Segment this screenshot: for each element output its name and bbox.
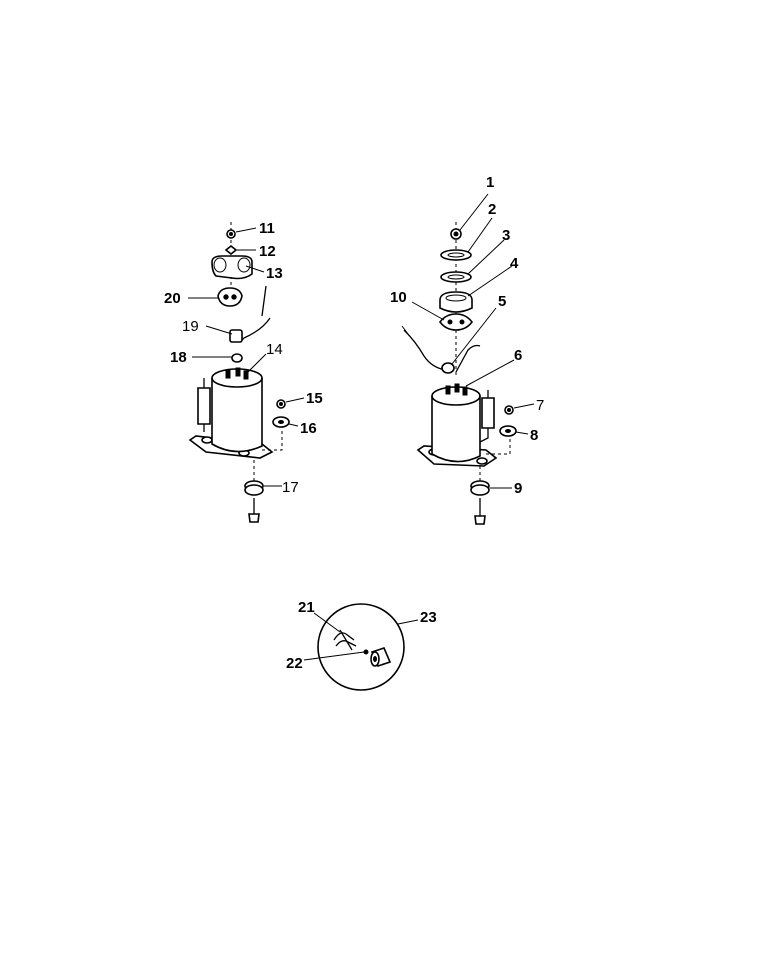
part-18-fitting [231, 353, 243, 363]
callout-20: 20 [164, 290, 181, 307]
part-11-nut [226, 229, 236, 239]
callout-9: 9 [514, 480, 522, 497]
part-6-compressor [416, 383, 498, 467]
part-21-terminal [333, 629, 357, 651]
callout-15: 15 [306, 390, 323, 407]
part-16-grommet [272, 416, 290, 428]
callout-12: 12 [259, 243, 276, 260]
callout-17: 17 [282, 479, 299, 496]
callout-7: 7 [536, 397, 544, 414]
callout-4: 4 [510, 255, 519, 272]
callout-18: 18 [170, 349, 187, 366]
callout-11: 11 [259, 220, 275, 237]
callout-10: 10 [390, 289, 407, 306]
part-4-cover [439, 291, 473, 313]
part-14-compressor [188, 367, 274, 459]
callout-6: 6 [514, 347, 522, 364]
part-7-nut [504, 405, 514, 415]
callout-3: 3 [502, 227, 510, 244]
part-8-grommet [499, 425, 517, 437]
callout-2: 2 [488, 201, 496, 218]
part-3-washer [440, 271, 472, 283]
callout-5: 5 [498, 293, 506, 310]
part-15-nut [276, 399, 286, 409]
part-9-grommet [470, 480, 490, 496]
part-20-gasket [217, 287, 243, 307]
callout-8: 8 [530, 427, 538, 444]
part-19-overload [229, 329, 243, 343]
left-compressor-assembly: 11 12 13 20 19 18 14 15 16 17 [164, 220, 323, 523]
part-22-pin [363, 649, 369, 655]
right-bolt [474, 498, 486, 525]
callout-19: 19 [182, 318, 199, 335]
callout-13: 13 [266, 265, 283, 282]
part-23-capacitor [370, 647, 392, 667]
callout-22: 22 [286, 655, 303, 672]
part-2-washer [440, 249, 472, 261]
left-bolt [248, 498, 260, 523]
part-13-terminal-cover [211, 255, 253, 280]
callout-1: 1 [486, 174, 494, 191]
part-17-grommet [244, 480, 264, 496]
part-1-nut [450, 228, 462, 240]
detail-view: 21 22 23 [286, 599, 437, 691]
part-5-overload [441, 362, 455, 374]
callout-16: 16 [300, 420, 317, 437]
part-12-washer [224, 244, 238, 256]
part-10-gasket [438, 313, 474, 331]
right-compressor-assembly: 1 2 3 4 10 5 6 7 8 9 [390, 174, 544, 525]
callout-23: 23 [420, 609, 437, 626]
callout-21: 21 [298, 599, 315, 616]
callout-14: 14 [266, 341, 283, 358]
